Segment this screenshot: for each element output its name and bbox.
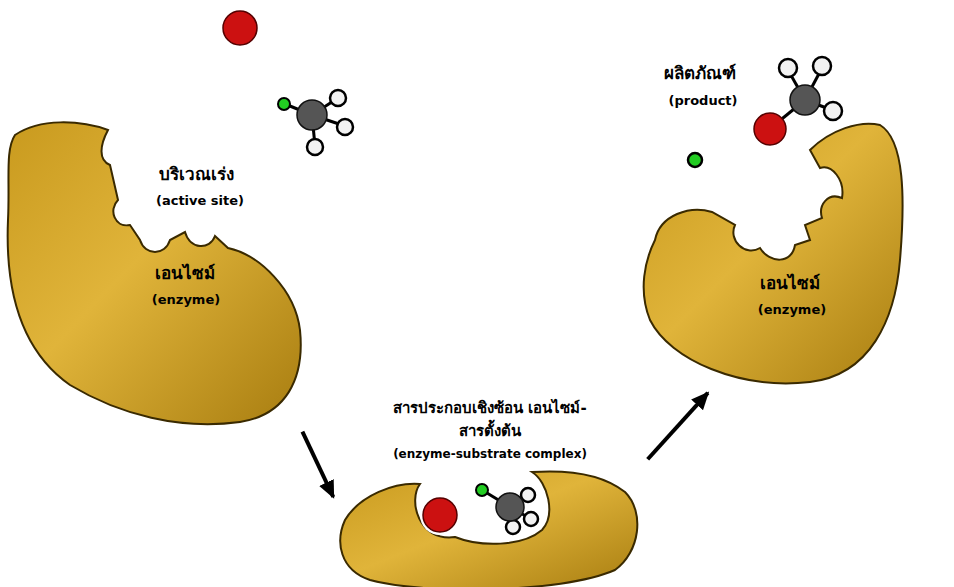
- hydrogen-atom: [337, 119, 353, 135]
- node-subtitle: (enzyme): [758, 302, 826, 319]
- enzyme-shape: [625, 118, 910, 390]
- reaction-arrow: [648, 393, 708, 459]
- node-subtitle: (enzyme): [152, 292, 220, 309]
- node-title: เอนไซม์: [155, 262, 215, 284]
- oxygen-atom: [754, 113, 786, 145]
- enzyme-node: สารประกอบเชิงซ้อน เอนไซม์-สารตั้งต้น (enz…: [335, 395, 645, 587]
- carbon-atom: [297, 100, 327, 130]
- node-subtitle: (enzyme-substrate complex): [393, 447, 587, 463]
- hydrogen-atom: [813, 57, 831, 75]
- hydrogen-atom: [824, 102, 842, 120]
- enzyme-outline: [340, 471, 637, 587]
- hydrogen-atom: [307, 139, 323, 155]
- part-label-english: (product): [668, 93, 737, 110]
- hydrogen-atom: [779, 59, 797, 77]
- reaction-arrow: [302, 432, 333, 497]
- part-label: บริเวณเร่ง: [159, 163, 234, 185]
- enzyme-outline: [8, 122, 301, 424]
- node-title: เอนไซม์: [760, 272, 820, 294]
- chloride-ion: [688, 153, 702, 167]
- carbon-atom: [790, 85, 820, 115]
- enzyme-node: เอนไซม์ (enzyme): [625, 118, 910, 390]
- part-label-english: (active site): [156, 193, 244, 210]
- hydrogen-atom: [330, 90, 346, 106]
- chlorine-atom: [278, 98, 290, 110]
- substrate-ball: [223, 11, 257, 45]
- node-title: สารประกอบเชิงซ้อน เอนไซม์-สารตั้งต้น: [385, 397, 595, 442]
- enzyme-node: เอนไซม์ (enzyme): [0, 110, 310, 428]
- bound-substrate: [420, 481, 542, 538]
- part-label: ผลิตภัณฑ์: [664, 62, 736, 84]
- enzyme-outline: [644, 124, 903, 384]
